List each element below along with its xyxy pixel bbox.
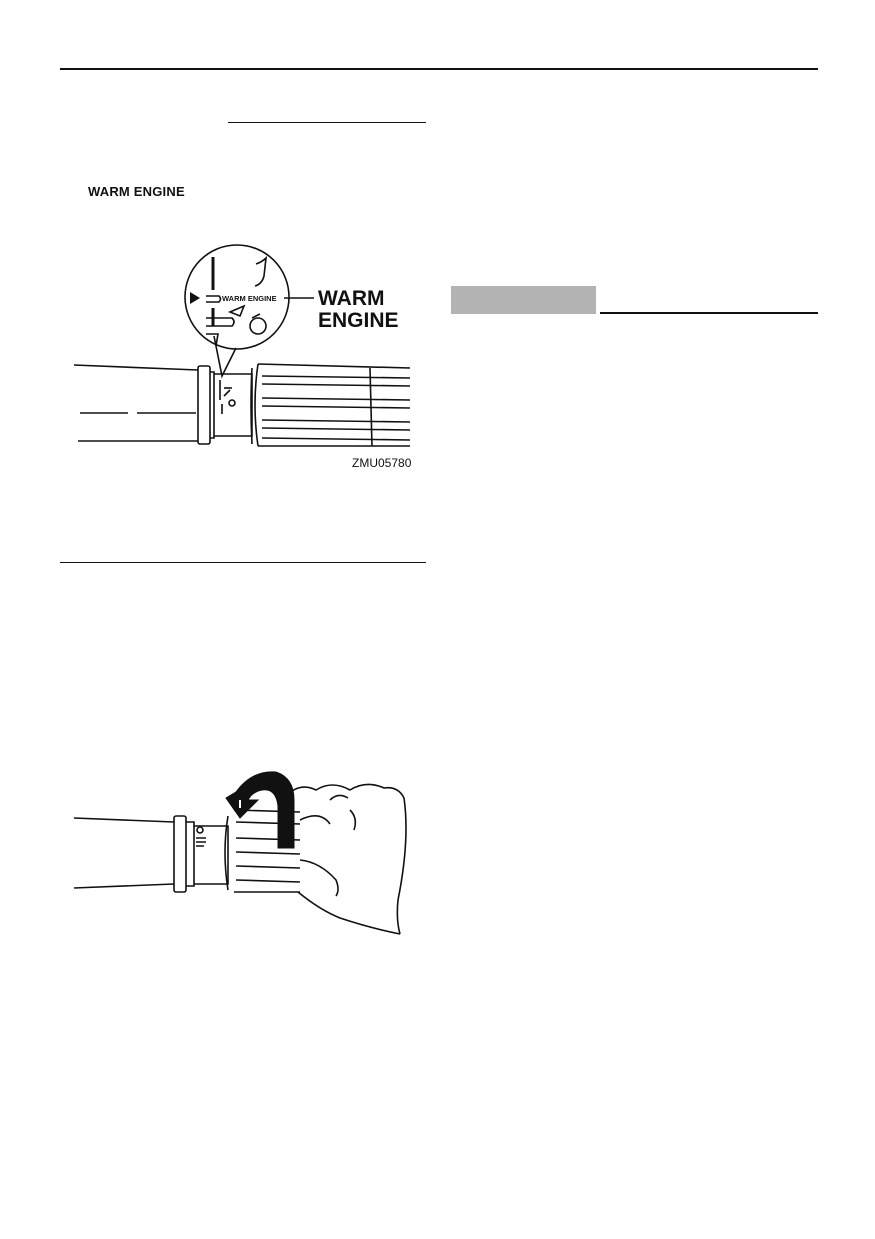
callout-big-line2: ENGINE <box>318 309 399 332</box>
header-rule <box>60 68 818 70</box>
section-heading-rule <box>600 312 818 314</box>
warm-engine-label: WARM ENGINE <box>88 184 185 199</box>
callout-big-line1: WARM <box>318 287 385 310</box>
arrow-right-icon <box>190 292 200 304</box>
section-heading-box <box>451 286 596 314</box>
figure-code: ZMU05780 <box>352 456 412 470</box>
section-rule-top <box>228 122 426 123</box>
callout-small-text: WARM ENGINE <box>222 294 277 303</box>
section-rule-middle <box>60 562 426 563</box>
warm-engine-callout: WARM ENGINE <box>318 288 399 332</box>
rotate-arrow-icon <box>225 771 295 849</box>
